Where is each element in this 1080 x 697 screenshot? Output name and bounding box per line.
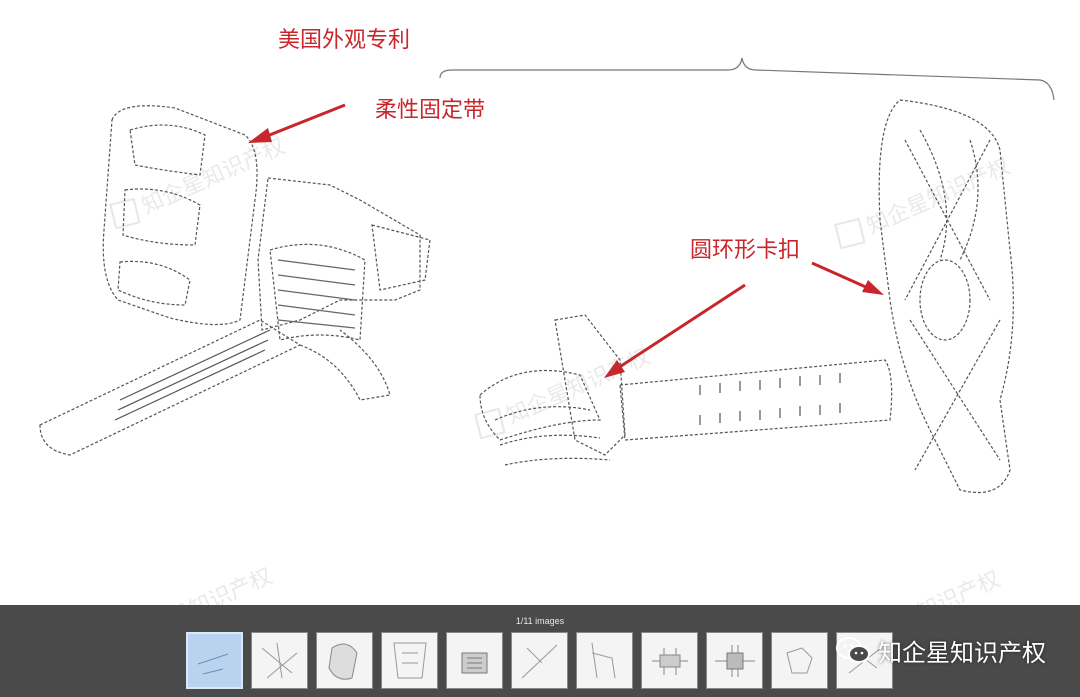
thumbnail-preview — [591, 642, 616, 679]
annotation-ring-clip: 圆环形卡扣 — [690, 238, 801, 263]
thumbnail-6[interactable] — [511, 632, 568, 689]
annotation-title: 美国外观专利 — [278, 28, 411, 53]
thumbnail-1[interactable] — [186, 632, 243, 689]
thumbnail-10[interactable] — [771, 632, 828, 689]
thumbnail-preview — [461, 652, 488, 674]
right-holder — [878, 99, 1014, 494]
thumbnail-preview — [652, 648, 688, 675]
image-counter: 1/11 images — [515, 616, 565, 626]
left-clip — [257, 177, 421, 331]
thumbnail-preview — [786, 647, 813, 674]
thumbnail-preview — [197, 653, 229, 675]
brand-badge: 知企星知识产权 — [836, 633, 1046, 668]
thumbnail-7[interactable] — [576, 632, 633, 689]
watermark-logo-icon — [834, 217, 866, 250]
thumbnail-9[interactable] — [706, 632, 763, 689]
thumbnail-5[interactable] — [446, 632, 503, 689]
thumbnail-2[interactable] — [251, 632, 308, 689]
middle-strap — [619, 359, 893, 441]
thumbnail-preview — [261, 642, 298, 679]
thumbnail-8[interactable] — [641, 632, 698, 689]
strap-loop — [102, 105, 258, 326]
brace — [439, 57, 1055, 101]
thumbnail-bar: 1/11 images 知企星知识产权 — [0, 605, 1080, 697]
annotation-strap: 柔性固定带 — [375, 98, 486, 123]
wechat-icon — [836, 636, 870, 665]
left-strap — [39, 319, 302, 456]
thumbnail-preview — [393, 642, 427, 679]
brand-name: 知企星知识产权 — [878, 639, 1046, 667]
thumbnail-3[interactable] — [316, 632, 373, 689]
thumbnail-preview — [715, 645, 755, 677]
image-viewer-canvas: 美国外观专利 柔性固定带 圆环形卡扣 知企星知识产权 知企星知识产权 知企星知识… — [39, 28, 1055, 605]
watermark-logo-icon — [109, 197, 141, 230]
thumbnail-4[interactable] — [381, 632, 438, 689]
thumbnail-preview — [328, 643, 358, 680]
thumbnail-preview — [521, 644, 558, 679]
watermark-logo-icon — [474, 407, 506, 440]
thumbnail-strip — [186, 632, 893, 689]
patent-drawing — [39, 57, 1055, 494]
